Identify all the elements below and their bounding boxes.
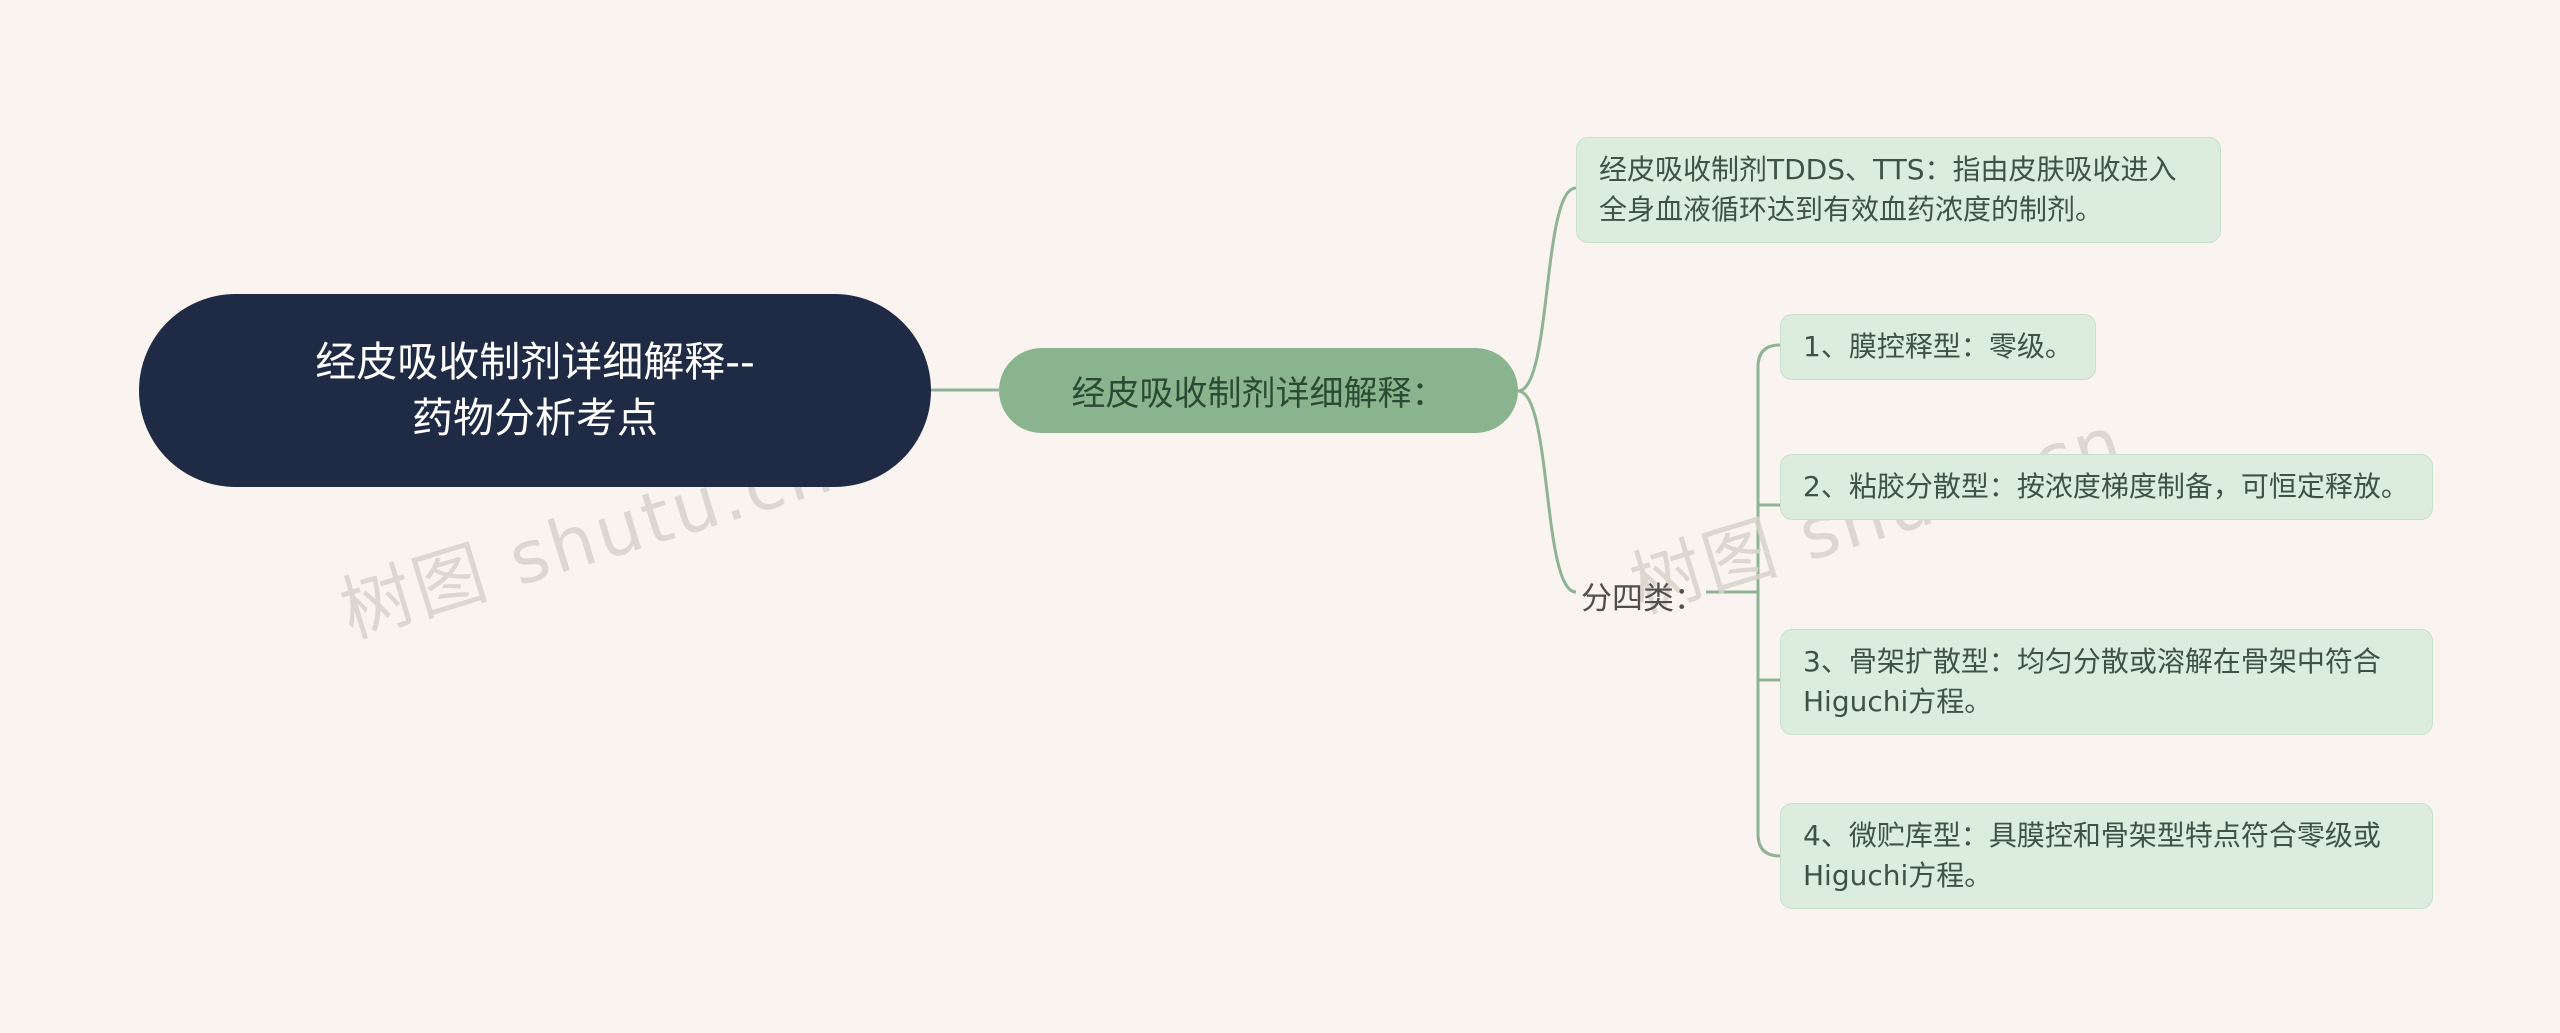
root-node-line2: 药物分析考点	[412, 393, 658, 442]
item-node-3[interactable]: 3、骨架扩散型：均匀分散或溶解在骨架中符合Higuchi方程。	[1780, 629, 2433, 735]
connector-bracket	[1756, 343, 1781, 858]
category-label-node[interactable]: 分四类：	[1581, 581, 1705, 617]
connector-center-definition	[1517, 186, 1577, 393]
connector-center-category	[1517, 389, 1577, 594]
item-node-1[interactable]: 1、膜控释型：零级。	[1780, 314, 2096, 380]
definition-node[interactable]: 经皮吸收制剂TDDS、TTS：指由皮肤吸收进入全身血液循环达到有效血药浓度的制剂…	[1576, 137, 2221, 243]
item-node-2[interactable]: 2、粘胶分散型：按浓度梯度制备，可恒定释放。	[1780, 454, 2433, 520]
root-node[interactable]: 经皮吸收制剂详细解释-- 药物分析考点	[139, 294, 931, 487]
root-node-line1: 经皮吸收制剂详细解释--	[315, 338, 755, 387]
center-node[interactable]: 经皮吸收制剂详细解释：	[999, 348, 1518, 433]
item-node-4[interactable]: 4、微贮库型：具膜控和骨架型特点符合零级或Higuchi方程。	[1780, 803, 2433, 909]
